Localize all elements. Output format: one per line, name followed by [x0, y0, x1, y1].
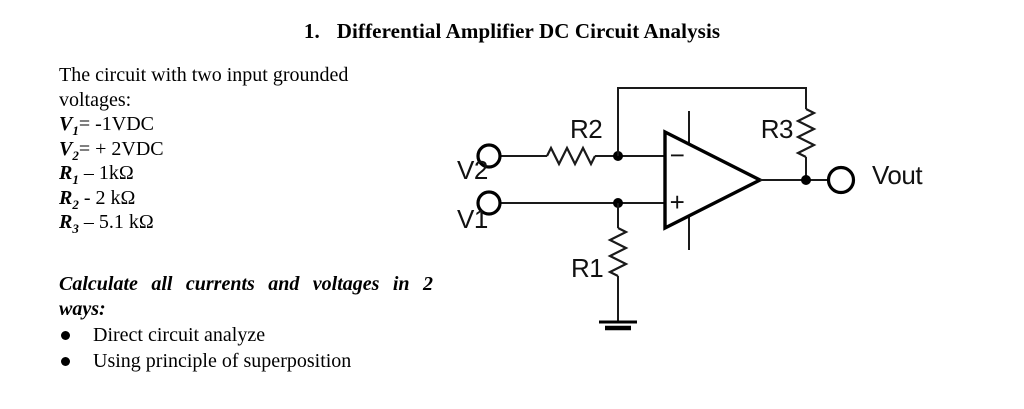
value-subscript: 3: [72, 221, 79, 236]
opamp-minus-sign: −: [670, 140, 685, 170]
value-line: R3 – 5.1 kΩ: [59, 210, 459, 235]
label-r3: R3: [761, 114, 793, 144]
title-text: Differential Amplifier DC Circuit Analys…: [336, 19, 721, 43]
value-rest: = + 2VDC: [78, 137, 164, 160]
list-item: Direct circuit analyze: [59, 322, 459, 348]
ground-symbol: [599, 320, 637, 331]
resistor-r3: [795, 108, 817, 158]
list-item-label: Using principle of superposition: [93, 349, 352, 372]
list-item-label: Direct circuit analyze: [93, 323, 266, 346]
intro-line: The circuit with two input grounded: [59, 64, 349, 86]
value-symbol: V: [59, 137, 73, 160]
page-title: 1. Differential Amplifier DC Circuit Anal…: [0, 19, 1024, 44]
problem-statement: The circuit with two input grounded volt…: [59, 63, 459, 235]
terminal-v1: [476, 190, 502, 216]
label-vout: Vout: [872, 160, 923, 190]
value-line: R1 – 1kΩ: [59, 161, 459, 186]
value-line: V2= + 2VDC: [59, 137, 459, 162]
resistor-r2: [546, 145, 596, 167]
value-symbol: R: [59, 186, 73, 209]
bullet-icon: [61, 356, 70, 366]
value-rest: – 5.1 kΩ: [78, 211, 154, 233]
title-number: 1.: [303, 19, 320, 43]
label-v2: V2: [457, 155, 488, 185]
label-r1: R1: [571, 253, 603, 283]
wire-feedback-loop: [617, 87, 807, 156]
list-item: Using principle of superposition: [59, 348, 459, 374]
value-line: V1= -1VDC: [59, 112, 459, 137]
value-symbol: R: [59, 162, 73, 184]
opamp-plus-sign: +: [670, 187, 685, 217]
task-line: Calculate all currents and voltages in 2: [59, 273, 433, 295]
label-v1: V1: [457, 204, 488, 234]
task-line: ways:: [59, 298, 106, 320]
value-symbol: R: [59, 211, 73, 233]
value-line: R2 - 2 kΩ: [59, 186, 459, 211]
value-rest: - 2 kΩ: [78, 186, 136, 209]
value-subscript: 1: [72, 172, 79, 187]
resistor-r1: [607, 227, 629, 277]
value-rest: – 1kΩ: [78, 162, 134, 184]
value-rest: = -1VDC: [78, 113, 155, 135]
terminal-v2: [476, 143, 502, 169]
intro-line: voltages:: [59, 88, 132, 111]
value-subscript: 2: [72, 147, 79, 163]
terminal-vout: [826, 165, 856, 195]
bullet-icon: [61, 330, 70, 340]
opamp-triangle: [663, 129, 764, 231]
method-list: Direct circuit analyze Using principle o…: [59, 322, 459, 374]
junction-dot-output: [801, 175, 811, 185]
value-symbol: V: [59, 113, 73, 135]
label-r2: R2: [570, 114, 602, 144]
value-subscript: 1: [72, 123, 79, 138]
task-heading: Calculate all currents and voltages in 2…: [59, 272, 433, 322]
value-subscript: 2: [72, 196, 79, 212]
